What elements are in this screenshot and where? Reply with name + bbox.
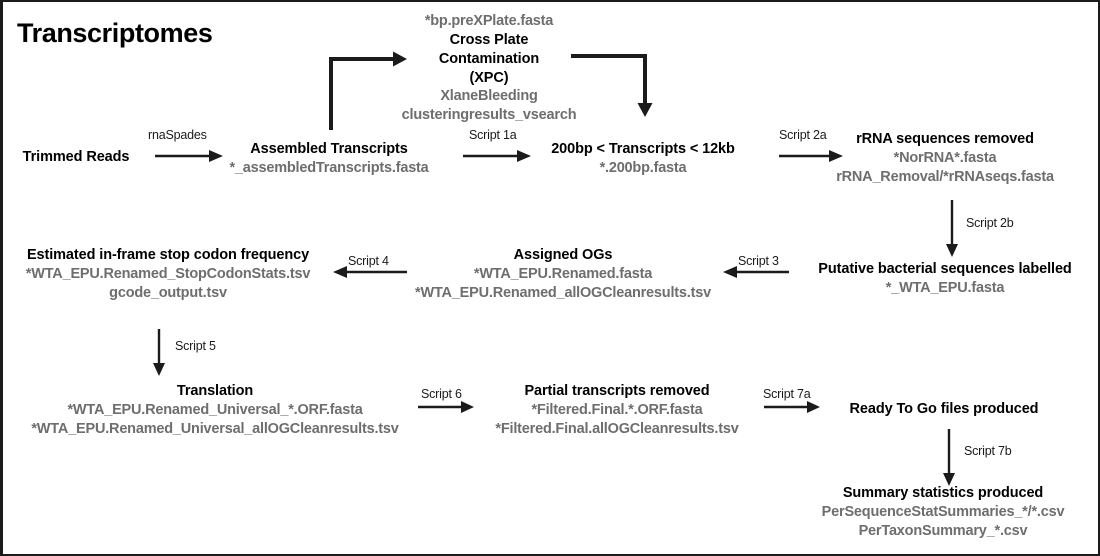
node-assigned-ogs-title: Assigned OGs — [513, 247, 613, 263]
node-xpc-title-line2: Contamination — [438, 50, 540, 67]
arrow-script-3 — [723, 266, 789, 278]
node-translation-file2: *WTA_EPU.Renamed_Universal_allOGCleanres… — [31, 420, 399, 437]
node-xpc-file-line1: XlaneBleeding — [440, 88, 538, 105]
arrow-script-2b — [946, 200, 958, 257]
node-rrna-removed-file1: *NorRNA*.fasta — [893, 149, 997, 166]
arrow-rnaspades — [155, 150, 223, 162]
edge-label-script-6: Script 6 — [421, 387, 462, 401]
node-stop-codon-frequency: Estimated in-frame stop codon frequency … — [5, 246, 331, 303]
node-bacterial-labelled-title: Putative bacterial sequences labelled — [818, 261, 1072, 277]
edge-label-script-7a: Script 7a — [763, 387, 811, 401]
arrow-script-4 — [333, 266, 407, 278]
node-partial-removed-file2: *Filtered.Final.allOGCleanresults.tsv — [495, 420, 739, 437]
node-translation-title: Translation — [176, 383, 254, 399]
edge-label-script-4: Script 4 — [348, 254, 389, 268]
node-summary-stats-file2: PerTaxonSummary_*.csv — [858, 522, 1028, 539]
node-rrna-removed: rRNA sequences removed *NorRNA*.fasta rR… — [825, 130, 1065, 187]
node-size-filter-file1: *.200bp.fasta — [599, 159, 687, 176]
arrow-script-6 — [418, 401, 474, 413]
node-assigned-ogs-file1: *WTA_EPU.Renamed.fasta — [473, 265, 653, 282]
node-xpc-title-line1: Cross Plate — [449, 31, 529, 48]
node-summary-stats-file1: PerSequenceStatSummaries_*/*.csv — [821, 503, 1065, 520]
node-ready-to-go-title: Ready To Go files produced — [849, 401, 1039, 417]
node-assembled-transcripts-file1: *_assembledTranscripts.fasta — [229, 159, 429, 176]
node-summary-stats-title: Summary statistics produced — [842, 485, 1044, 501]
node-size-filter: 200bp < Transcripts < 12kb *.200bp.fasta — [525, 140, 761, 178]
node-xpc-file-line2: clusteringresults_vsearch — [401, 107, 577, 124]
node-trimmed-reads-title: Trimmed Reads — [22, 149, 130, 165]
arrow-script-1a — [463, 150, 531, 162]
node-partial-removed-file1: *Filtered.Final.*.ORF.fasta — [531, 401, 703, 418]
edge-label-script-2a: Script 2a — [779, 128, 827, 142]
arrow-script-5 — [153, 329, 165, 376]
node-partial-removed-title: Partial transcripts removed — [524, 383, 710, 399]
node-xpc-title-line3: (XPC) — [469, 69, 509, 86]
node-stop-codon-file2: gcode_output.tsv — [109, 284, 227, 301]
arrow-from-xpc — [571, 54, 653, 117]
node-partial-transcripts-removed: Partial transcripts removed *Filtered.Fi… — [481, 382, 753, 439]
node-rrna-removed-title: rRNA sequences removed — [856, 131, 1034, 147]
edge-label-script-5: Script 5 — [175, 339, 216, 353]
node-xpc-file-top: *bp.preXPlate.fasta — [424, 13, 554, 29]
node-bacterial-labelled: Putative bacterial sequences labelled *_… — [795, 260, 1095, 298]
edge-label-rnaspades: rnaSpades — [148, 128, 207, 142]
node-assigned-ogs: Assigned OGs *WTA_EPU.Renamed.fasta *WTA… — [401, 246, 725, 303]
arrow-script-7b — [943, 429, 955, 486]
arrow-script-2a — [779, 150, 843, 162]
page-title: Transcriptomes — [17, 18, 213, 48]
node-stop-codon-file1: *WTA_EPU.Renamed_StopCodonStats.tsv — [25, 265, 311, 282]
edge-label-script-1a: Script 1a — [469, 128, 517, 142]
edge-label-script-7b: Script 7b — [964, 444, 1012, 458]
node-stop-codon-title: Estimated in-frame stop codon frequency — [26, 247, 310, 263]
node-translation: Translation *WTA_EPU.Renamed_Universal_*… — [3, 382, 427, 439]
edge-label-script-2b: Script 2b — [966, 216, 1014, 230]
node-trimmed-reads: Trimmed Reads — [3, 148, 149, 167]
edge-label-script-3: Script 3 — [738, 254, 779, 268]
node-summary-statistics: Summary statistics produced PerSequenceS… — [793, 484, 1093, 541]
node-assembled-transcripts: Assembled Transcripts *_assembledTranscr… — [199, 140, 459, 178]
arrow-script-7a — [764, 401, 820, 413]
node-ready-to-go: Ready To Go files produced — [831, 400, 1057, 419]
node-rrna-removed-file2: rRNA_Removal/*rRNAseqs.fasta — [836, 168, 1054, 185]
node-assigned-ogs-file2: *WTA_EPU.Renamed_allOGCleanresults.tsv — [415, 284, 711, 301]
node-assembled-transcripts-title: Assembled Transcripts — [250, 141, 408, 157]
node-size-filter-title: 200bp < Transcripts < 12kb — [551, 141, 735, 157]
node-translation-file1: *WTA_EPU.Renamed_Universal_*.ORF.fasta — [67, 401, 363, 418]
node-cross-plate-contamination: *bp.preXPlate.fasta Cross Plate Contamin… — [369, 12, 609, 125]
arrow-to-xpc — [329, 51, 407, 130]
node-bacterial-labelled-file1: *_WTA_EPU.fasta — [885, 279, 1005, 296]
